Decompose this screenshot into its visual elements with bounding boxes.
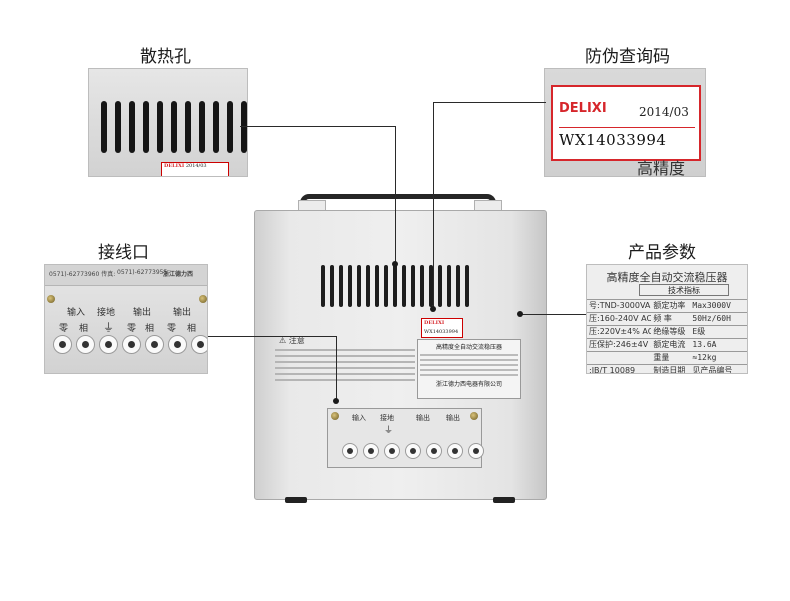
terminal-socket[interactable]	[168, 335, 187, 354]
spec-subtitle: 技术指标	[639, 284, 729, 296]
mini-serial-label: DELIXI WX14033994	[421, 318, 463, 338]
brand-logo: DELIXI	[559, 101, 607, 116]
spec-title: 高精度全自动交流稳压器	[606, 271, 728, 284]
label-date: 2014/03	[639, 105, 689, 119]
warning-icon: ⚠ 注意	[279, 336, 305, 345]
callout-line-terminals	[208, 336, 336, 337]
callout-line-label	[433, 102, 434, 308]
label-divider	[559, 127, 695, 128]
warning-notice: ⚠ 注意	[275, 336, 415, 403]
terminals-inset: 0571)-62773960 传真: 0571)-62773955 浙江德力西 …	[44, 264, 208, 374]
callout-dot	[430, 306, 436, 312]
terminal-socket[interactable]	[53, 335, 72, 354]
spec-row: 压保护:246±4V AC额定电流13.6A	[587, 338, 747, 351]
screw	[47, 295, 55, 303]
vent-slots	[101, 101, 247, 153]
unit-foot	[285, 497, 307, 503]
callout-line-vent	[240, 126, 395, 127]
callout-line-label	[433, 102, 546, 103]
callout-line-vent	[395, 126, 396, 264]
screw	[199, 295, 207, 303]
terminal-socket[interactable]	[122, 335, 141, 354]
callout-line-params	[520, 314, 586, 315]
unit-casing: DELIXI WX14033994 ⚠ 注意 高精度全自动交流稳压器 浙江德力西…	[254, 210, 547, 503]
unit-foot	[493, 497, 515, 503]
vent-holes-inset: DELIXI 2014/03	[88, 68, 248, 177]
serial-label-card: DELIXI 2014/03 WX14033994	[551, 85, 701, 161]
ground-icon: ⏚	[103, 321, 114, 334]
terminal-socket[interactable]	[99, 335, 118, 354]
terminal-socket[interactable]	[76, 335, 95, 354]
title-terminals: 接线口	[98, 243, 149, 263]
title-vent: 散热孔	[140, 47, 191, 67]
callout-dot	[392, 261, 398, 267]
terminal-socket[interactable]	[145, 335, 164, 354]
title-params: 产品参数	[628, 243, 696, 263]
unit-terminal-row	[342, 443, 484, 459]
terminal-socket[interactable]	[191, 335, 207, 354]
title-anticounterfeit: 防伪查询码	[585, 47, 670, 67]
callout-line-terminals	[336, 336, 337, 402]
small-serial-label: DELIXI 2014/03	[161, 162, 229, 176]
label-serial: WX14033994	[559, 131, 667, 149]
spec-row: 重量≈12kg	[587, 351, 747, 364]
unit-spec-plate: 高精度全自动交流稳压器 浙江德力西电器有限公司	[417, 339, 521, 399]
unit-terminal-panel: 输入 接地 输出 输出 ⏚	[327, 408, 484, 468]
terminal-row	[53, 335, 207, 354]
anticounterfeit-inset: DELIXI 2014/03 WX14033994 高精度	[544, 68, 706, 177]
voltage-stabilizer-unit: DELIXI WX14033994 ⚠ 注意 高精度全自动交流稳压器 浙江德力西…	[254, 194, 547, 503]
callout-dot	[333, 398, 339, 404]
callout-dot	[517, 311, 523, 317]
contact-strip: 0571)-62773960 传真: 0571)-62773955 浙江德力西	[45, 265, 207, 286]
unit-vent-grille	[321, 265, 469, 307]
partial-product-text: 高精度	[637, 159, 686, 177]
